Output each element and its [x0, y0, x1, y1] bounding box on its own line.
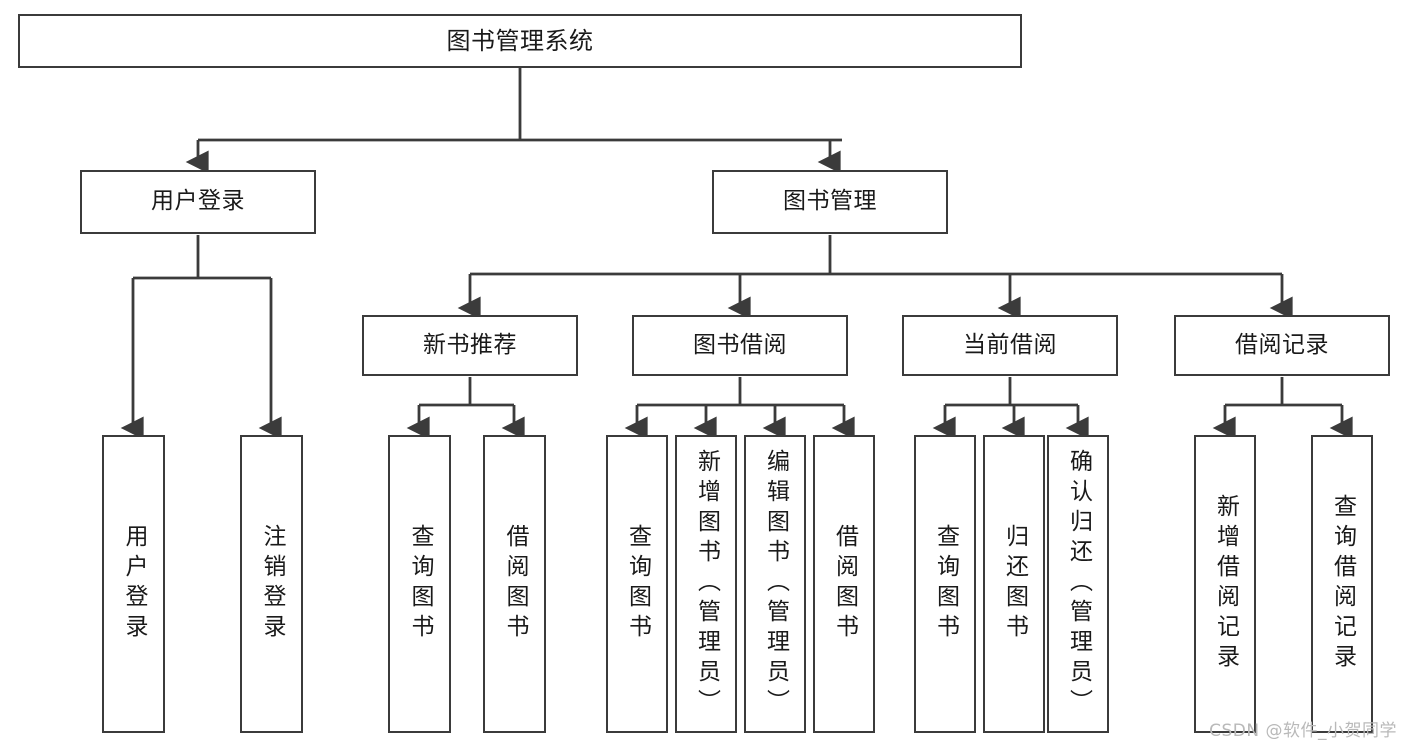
leaf-confirm-return[interactable]: 确认归还（管理员） [1047, 435, 1109, 733]
node-borrow-record[interactable]: 借阅记录 [1174, 315, 1390, 376]
node-label: 查询图书 [624, 524, 651, 644]
node-current-borrow[interactable]: 当前借阅 [902, 315, 1118, 376]
leaf-add-record[interactable]: 新增借阅记录 [1194, 435, 1256, 733]
node-label: 图书管理系统 [446, 26, 594, 55]
node-label: 图书管理 [783, 188, 877, 215]
node-book-borrow[interactable]: 图书借阅 [632, 315, 848, 376]
node-label: 当前借阅 [963, 331, 1057, 358]
node-label: 归还图书 [1001, 524, 1028, 644]
node-root-system[interactable]: 图书管理系统 [18, 14, 1022, 68]
node-new-book-recommend[interactable]: 新书推荐 [362, 315, 578, 376]
leaf-query-book-1[interactable]: 查询图书 [388, 435, 451, 733]
node-label: 借阅记录 [1235, 331, 1329, 358]
node-label: 借阅图书 [502, 524, 528, 644]
leaf-user-login[interactable]: 用户登录 [102, 435, 165, 733]
node-label: 编辑图书（管理员） [762, 449, 789, 719]
leaf-query-record[interactable]: 查询借阅记录 [1311, 435, 1373, 733]
node-label: 新增借阅记录 [1212, 494, 1239, 674]
node-label: 新增图书（管理员） [693, 449, 720, 719]
leaf-add-book[interactable]: 新增图书（管理员） [675, 435, 737, 733]
node-label: 图书借阅 [693, 331, 787, 358]
node-user-login[interactable]: 用户登录 [80, 170, 316, 234]
leaf-logout-login[interactable]: 注销登录 [240, 435, 303, 733]
node-label: 查询图书 [932, 524, 959, 644]
node-book-manage[interactable]: 图书管理 [712, 170, 948, 234]
node-label: 查询图书 [407, 524, 433, 644]
node-label: 查询借阅记录 [1329, 494, 1356, 674]
leaf-edit-book[interactable]: 编辑图书（管理员） [744, 435, 806, 733]
node-label: 新书推荐 [423, 331, 517, 358]
csdn-watermark: CSDN @软件_小贺同学 [1209, 721, 1397, 741]
leaf-borrow-book-2[interactable]: 借阅图书 [813, 435, 875, 733]
leaf-query-book-2[interactable]: 查询图书 [606, 435, 668, 733]
leaf-query-book-3[interactable]: 查询图书 [914, 435, 976, 733]
leaf-borrow-book-1[interactable]: 借阅图书 [483, 435, 546, 733]
node-label: 用户登录 [121, 524, 147, 644]
node-label: 借阅图书 [831, 524, 858, 644]
node-label: 确认归还（管理员） [1065, 449, 1092, 719]
leaf-return-book[interactable]: 归还图书 [983, 435, 1045, 733]
node-label: 用户登录 [151, 188, 245, 215]
node-label: 注销登录 [259, 524, 285, 644]
